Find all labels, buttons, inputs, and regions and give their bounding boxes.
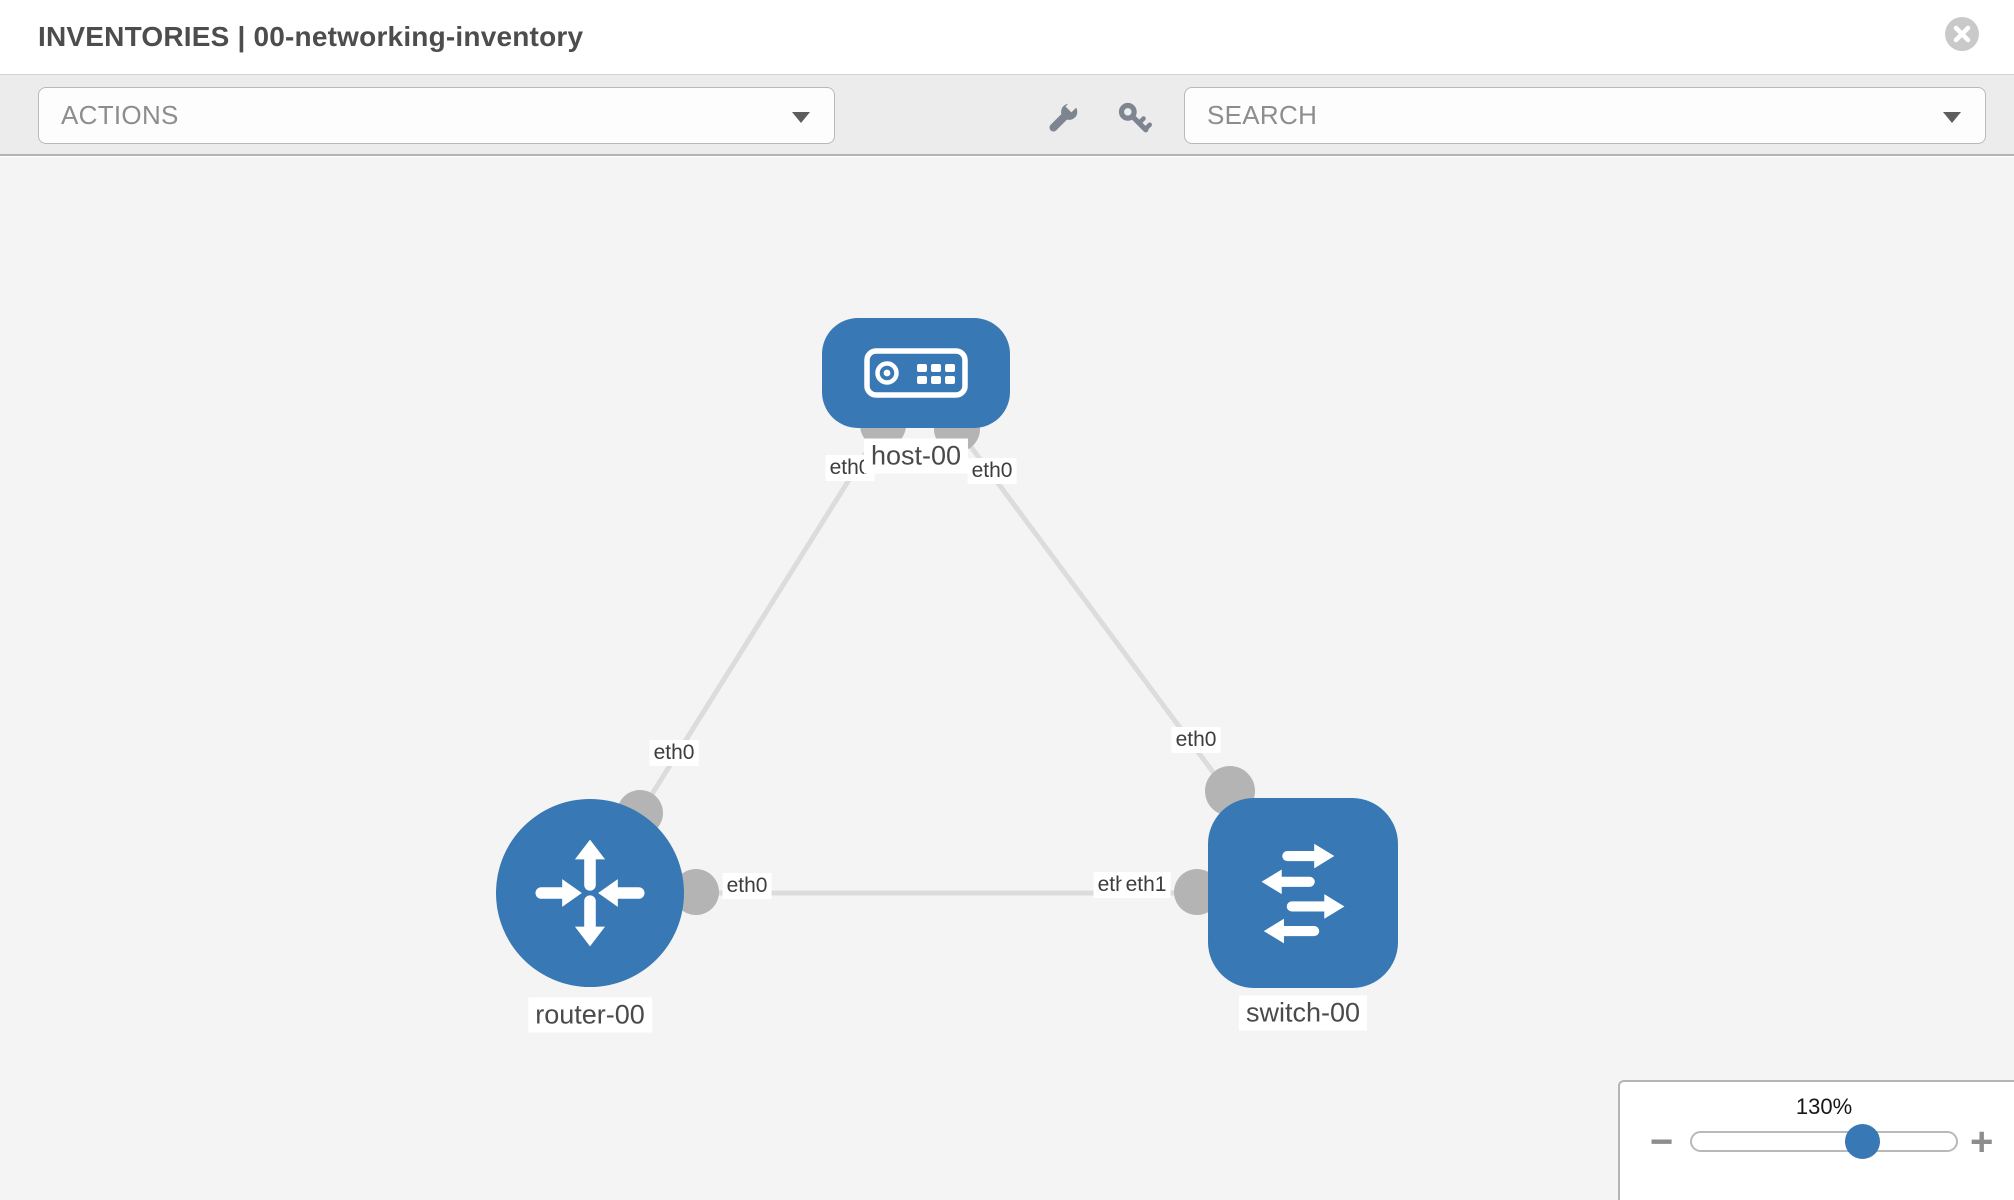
chevron-down-icon (1943, 112, 1961, 123)
zoom-control-panel: 130% − + (1618, 1080, 2014, 1200)
host-icon (864, 348, 968, 398)
page-title: INVENTORIES | 00-networking-inventory (38, 21, 584, 52)
topology-canvas[interactable]: eth0 eth0 eth0 eth0 eth0 eth0 eth1 host-… (0, 157, 2014, 1200)
interface-label: eth0 (1171, 727, 1221, 753)
zoom-slider-thumb[interactable] (1845, 1124, 1881, 1159)
key-icon[interactable] (1114, 98, 1154, 138)
node-switch-00[interactable] (1208, 798, 1398, 988)
interface-label: eth0 (649, 740, 699, 766)
router-icon (535, 839, 645, 947)
links-layer (587, 371, 1306, 915)
actions-dropdown-label: ACTIONS (61, 100, 179, 130)
key-glyph (1118, 102, 1152, 133)
switch-icon (1261, 843, 1345, 944)
wrench-glyph (1049, 100, 1081, 132)
node-router-00[interactable] (496, 799, 684, 987)
interface-label: eth1 (1121, 872, 1171, 898)
node-label-host-00: host-00 (863, 438, 969, 474)
wrench-icon[interactable] (1043, 98, 1083, 138)
actions-dropdown[interactable]: ACTIONS (38, 87, 835, 144)
modal-header: INVENTORIES | 00-networking-inventory (0, 0, 2014, 74)
chevron-down-icon (792, 112, 810, 123)
zoom-percentage: 130% (1795, 1094, 1853, 1119)
interface-endpoint[interactable] (673, 869, 719, 915)
node-label-switch-00: switch-00 (1238, 995, 1368, 1031)
node-label-router-00: router-00 (528, 997, 652, 1033)
zoom-out-button[interactable]: − (1650, 1120, 1674, 1164)
search-dropdown[interactable]: SEARCH (1184, 87, 1986, 144)
search-dropdown-label: SEARCH (1207, 100, 1318, 130)
toolbar: ACTIONS SEARCH (0, 74, 2014, 156)
close-icon[interactable] (1945, 17, 1979, 51)
interface-label: eth0 (967, 458, 1017, 484)
interface-label: eth0 (825, 455, 875, 481)
zoom-slider-track[interactable] (1690, 1131, 1958, 1152)
close-x-glyph (1953, 25, 1971, 43)
zoom-in-button[interactable]: + (1970, 1120, 1994, 1164)
node-host-00[interactable] (822, 318, 1010, 428)
interface-label: eth0 (722, 873, 772, 899)
